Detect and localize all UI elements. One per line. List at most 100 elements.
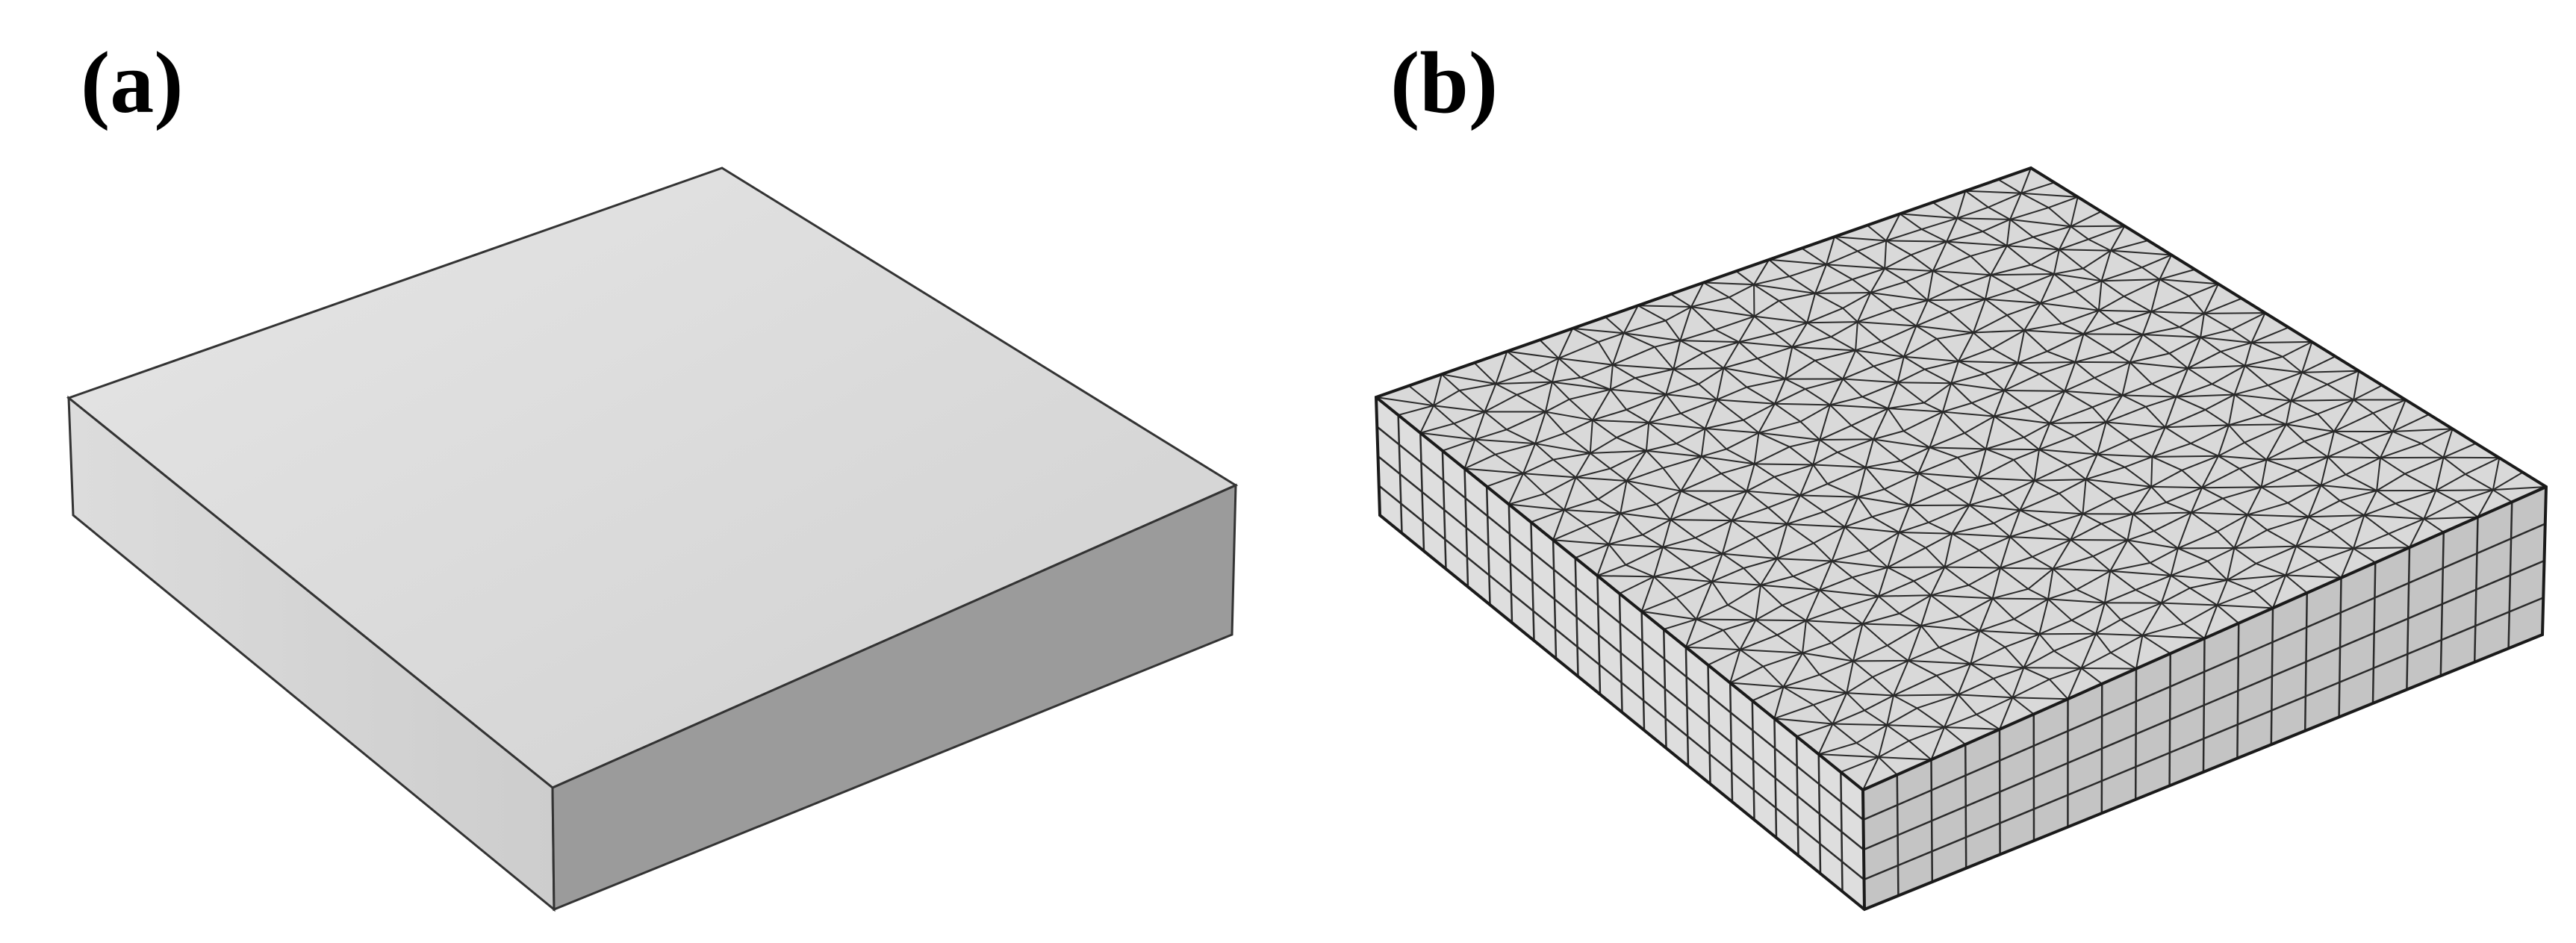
mesh-top-edge xyxy=(2290,383,2328,402)
mesh-top-edge xyxy=(1705,419,1744,429)
mesh-top-diagonal xyxy=(2218,455,2267,461)
mesh-top-diagonal xyxy=(1884,240,1888,269)
mesh-top-edge xyxy=(1704,428,1727,450)
mesh-top-diagonal xyxy=(1611,332,1625,365)
mesh-top-diagonal xyxy=(2234,393,2292,402)
mesh-top-edge xyxy=(2228,424,2245,444)
mesh-top-diagonal xyxy=(1375,396,1434,407)
mesh-top-edge xyxy=(2082,513,2102,525)
mesh-top-edge xyxy=(1506,411,1546,431)
mesh-top-diagonal xyxy=(2320,456,2329,486)
mesh-top-edge xyxy=(1908,660,1938,676)
mesh-top-edge xyxy=(2094,361,2130,379)
mesh-left-horizontal xyxy=(1377,455,1864,850)
mesh-top-edge xyxy=(1782,686,1814,706)
mesh-top-edge xyxy=(1985,288,2017,300)
mesh-top-diagonal xyxy=(2142,334,2201,338)
mesh-top-edge xyxy=(2165,426,2191,444)
mesh-top-edge xyxy=(2165,487,2203,503)
mesh-top-edge xyxy=(1871,516,1900,533)
mesh-top-edge xyxy=(2297,456,2329,472)
mesh-top-edge xyxy=(2239,458,2267,470)
mesh-top-edge xyxy=(2034,479,2060,494)
mesh-top-diagonal xyxy=(1534,443,1590,454)
mesh-top-diagonal xyxy=(1944,726,2000,730)
mesh-top-edge xyxy=(2150,311,2180,329)
mesh-top-diagonal xyxy=(1957,217,2011,220)
mesh-top-diagonal xyxy=(2321,484,2377,492)
mesh-top-edge xyxy=(1857,250,1885,270)
mesh-top-diagonal xyxy=(1753,284,1816,294)
mesh-top-edge xyxy=(1842,292,1871,309)
mesh-top-edge xyxy=(1920,615,1960,627)
mesh-top-edge xyxy=(2013,618,2040,635)
mesh-top-edge xyxy=(1690,306,1716,331)
mesh-top-edge xyxy=(1897,368,1926,384)
mesh-top-diagonal xyxy=(2327,456,2381,459)
mesh-top-diagonal xyxy=(1929,446,1986,450)
mesh-top-diagonal xyxy=(2110,570,2171,576)
mesh-top-edge xyxy=(1993,667,2024,679)
mesh-top-edge xyxy=(1844,526,1870,551)
mesh-top-diagonal xyxy=(1918,472,1979,479)
mesh-top-diagonal xyxy=(1968,477,1979,505)
mesh-top-edge xyxy=(2218,455,2240,470)
mesh-top-edge xyxy=(1774,402,1801,423)
mesh-top-diagonal xyxy=(2202,486,2262,489)
mesh-top-edge xyxy=(2435,473,2466,491)
mesh-top-edge xyxy=(2053,650,2082,669)
mesh-top-edge xyxy=(1842,365,1874,380)
mesh-top-diagonal xyxy=(1552,509,1565,541)
mesh-top-edge xyxy=(2165,501,2192,514)
mesh-top-edge xyxy=(2376,473,2406,491)
mesh-top-edge xyxy=(2053,267,2083,275)
mesh-top-edge xyxy=(2333,430,2361,444)
mesh-top-edge xyxy=(1840,756,1879,774)
mesh-top-edge xyxy=(1864,709,1888,726)
mesh-top-diagonal xyxy=(2291,399,2354,402)
mesh-top-diagonal xyxy=(2228,394,2236,426)
mesh-top-edge xyxy=(2262,414,2287,426)
mesh-top-diagonal xyxy=(1886,695,1894,726)
mesh-top-diagonal xyxy=(2171,574,2227,581)
mesh-top-diagonal xyxy=(2151,426,2166,458)
mesh-top-diagonal xyxy=(1589,420,1593,454)
mesh-top-edge xyxy=(2443,442,2477,458)
mesh-top-edge xyxy=(1679,340,1704,354)
mesh-top-edge xyxy=(1964,432,1987,450)
mesh-top-edge xyxy=(1861,396,1888,409)
mesh-top-diagonal xyxy=(2074,334,2085,363)
mesh-top-diagonal xyxy=(2160,575,2172,603)
mesh-top-edge xyxy=(1857,240,1887,252)
mesh-top-diagonal xyxy=(1711,553,1723,582)
mesh-top-edge xyxy=(2070,539,2094,557)
mesh-top-edge xyxy=(1917,694,1959,709)
mesh-top-edge xyxy=(2150,469,2183,488)
mesh-top-edge xyxy=(2421,428,2453,444)
mesh-top-edge xyxy=(1597,341,1614,366)
mesh-top-edge xyxy=(1927,299,1950,313)
mesh-top-edge xyxy=(2220,342,2252,352)
mesh-top-diagonal xyxy=(1813,464,1866,468)
mesh-top-edge xyxy=(1597,564,1626,577)
mesh-top-diagonal xyxy=(1522,473,1576,479)
mesh-top-diagonal xyxy=(2307,485,2322,517)
mesh-top-edge xyxy=(2188,295,2205,314)
mesh-top-edge xyxy=(2110,635,2143,654)
mesh-top-edge xyxy=(1662,546,1692,568)
mesh-top-edge xyxy=(2092,539,2128,557)
mesh-top-edge xyxy=(2207,547,2235,562)
mesh-top-diagonal xyxy=(2164,396,2177,428)
mesh-top-edge xyxy=(1495,370,1534,385)
mesh-top-edge xyxy=(1791,346,1816,361)
mesh-top-edge xyxy=(1767,494,1801,508)
mesh-top-edge xyxy=(1984,362,2018,375)
mesh-top-diagonal xyxy=(1495,351,1508,385)
mesh-top-diagonal xyxy=(1932,241,1948,272)
mesh-top-edge xyxy=(1731,506,1769,522)
mesh-top-edge xyxy=(1978,458,2015,479)
mesh-top-edge xyxy=(1484,411,1508,431)
mesh-top-edge xyxy=(1897,382,1925,404)
mesh-right-horizontal xyxy=(1864,597,2544,881)
mesh-top-edge xyxy=(1927,284,1961,302)
